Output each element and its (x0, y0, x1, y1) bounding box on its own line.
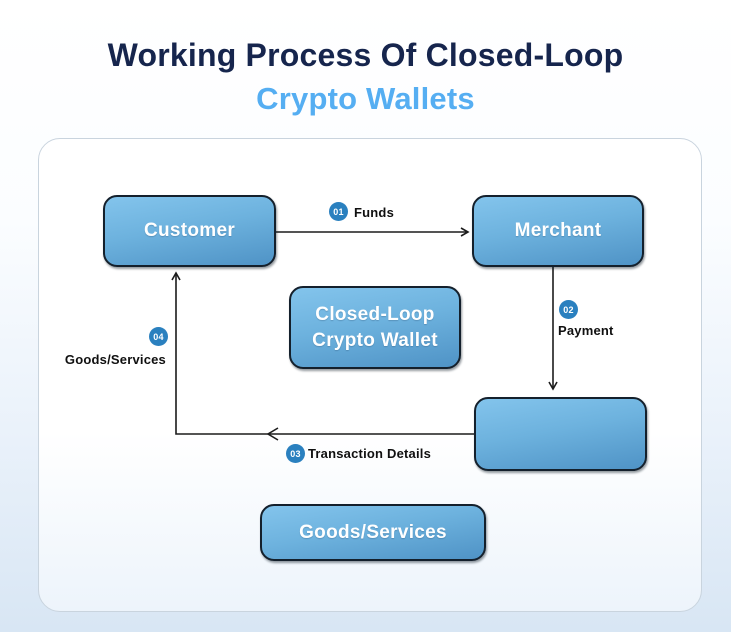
node-closed-loop-crypto-wallet: Closed-Loop Crypto Wallet (289, 286, 461, 369)
step-badge-02: 02 (559, 300, 578, 319)
step-badge-03: 03 (286, 444, 305, 463)
diagram-card: Customer Merchant Closed-Loop Crypto Wal… (38, 138, 702, 612)
node-merchant-label: Merchant (514, 220, 602, 241)
flow-label-transaction-details: Transaction Details (308, 446, 432, 461)
flow-label-goods-services: Goods/Services (64, 352, 166, 367)
title-line-1: Working Process Of Closed-Loop (107, 37, 624, 73)
page-title: Working Process Of Closed-Loop Crypto Wa… (0, 33, 731, 120)
node-wallet-label-line-2: Crypto Wallet (312, 329, 438, 351)
node-merchant: Merchant (472, 195, 644, 267)
node-goods-services: Goods/Services (260, 504, 486, 561)
node-customer-label: Customer (143, 220, 236, 241)
node-goods-services-label: Goods/Services (299, 521, 447, 543)
step-badge-01: 01 (329, 202, 348, 221)
flow-label-funds: Funds (354, 205, 394, 220)
step-badge-04: 04 (149, 327, 168, 346)
title-line-2: Crypto Wallets (256, 81, 475, 116)
flow-label-payment: Payment (558, 323, 614, 338)
node-customer: Customer (103, 195, 276, 267)
arrowhead-transaction-mid (266, 427, 279, 441)
node-unlabeled (474, 397, 647, 471)
node-wallet-label-line-1: Closed-Loop (315, 303, 435, 325)
